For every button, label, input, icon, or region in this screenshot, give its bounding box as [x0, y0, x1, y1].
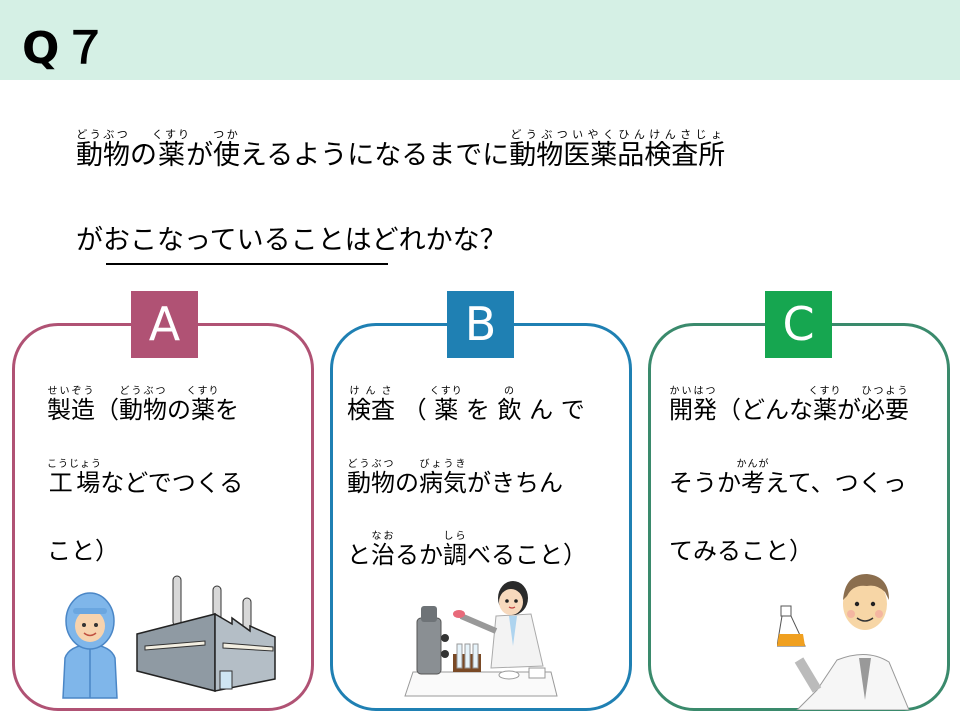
scientist-microscope-icon — [404, 581, 558, 697]
question-line-1: 動物どうぶつの薬くすりが使つかえるようになるまでに動物医薬品検査所どうぶついやく… — [76, 128, 726, 171]
cleanroom-worker-icon — [62, 592, 118, 699]
underlined-phrase: おこなっていること — [103, 225, 345, 256]
choice-badge-b[interactable]: B — [447, 291, 514, 358]
slide-header: Q７ — [0, 0, 960, 80]
factory-icon — [136, 575, 276, 692]
choice-b-line-2: 動物どうぶつの病気びょうきがきちん — [347, 459, 563, 497]
choice-c-line-3: てみること） — [669, 537, 813, 565]
choice-badge-a[interactable]: A — [131, 291, 198, 358]
question-number: Q７ — [22, 23, 112, 74]
choice-a-line-1: 製造せいぞう（動物どうぶつの薬くすりを — [47, 386, 239, 424]
phrase-underline — [106, 263, 388, 265]
choice-card-b[interactable]: 検査けんさ （ 薬くすり を 飲の ん で 動物どうぶつの病気びょうきがきちん … — [330, 323, 632, 711]
researcher-flask-icon — [777, 574, 910, 710]
choice-card-c[interactable]: 開発かいはつ（どんな薬くすりが必要ひつよう そうか考かんがえて、つくっ てみるこ… — [648, 323, 950, 711]
choice-badge-c[interactable]: C — [765, 291, 832, 358]
choice-c-line-2: そうか考かんがえて、つくっ — [669, 459, 907, 497]
choice-c-line-1: 開発かいはつ（どんな薬くすりが必要ひつよう — [669, 386, 909, 424]
choice-b-line-3: と治なおるか調しらべること） — [347, 531, 587, 569]
question-line-2: がおこなっていることはどれかな？ — [76, 225, 507, 256]
choice-card-a[interactable]: 製造せいぞう（動物どうぶつの薬くすりを 工場こうじょうなどでつくる こと） — [12, 323, 314, 711]
choice-b-line-1: 検査けんさ （ 薬くすり を 飲の ん で — [347, 386, 585, 424]
choice-a-line-3: こと） — [47, 537, 119, 565]
choice-a-line-2: 工場こうじょうなどでつくる — [47, 459, 244, 497]
